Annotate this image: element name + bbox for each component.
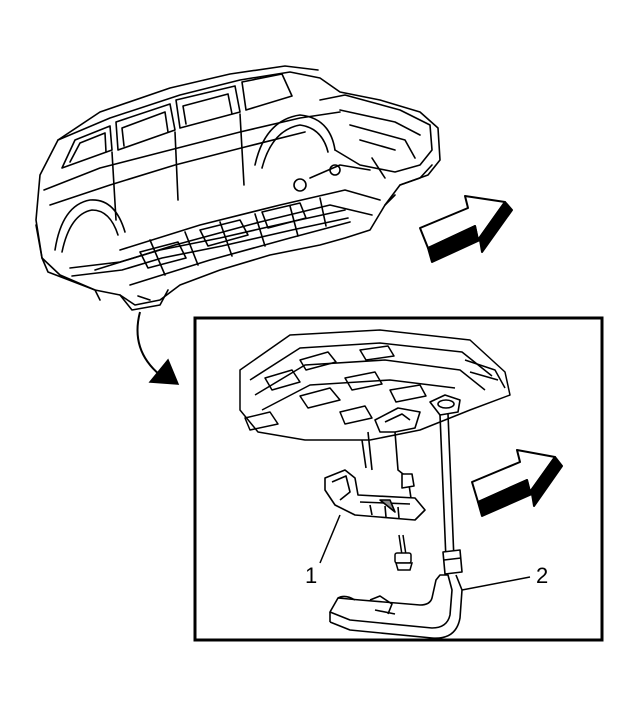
vehicle-underbody (35, 65, 441, 311)
exhaust-pipe-rod (329, 394, 463, 639)
hanger-bracket (361, 407, 421, 506)
leader-2 (461, 576, 531, 591)
callout-leaders (319, 514, 531, 591)
direction-arrow-detail (471, 449, 563, 517)
bolt (394, 534, 413, 571)
direction-arrow-top (419, 195, 513, 263)
detail-pointer-arrow (136, 311, 180, 385)
leader-1 (319, 514, 341, 564)
callout-label-2: 2 (536, 563, 548, 588)
callout-label-1: 1 (305, 563, 317, 588)
exhaust-hanger-insulator (324, 469, 426, 521)
